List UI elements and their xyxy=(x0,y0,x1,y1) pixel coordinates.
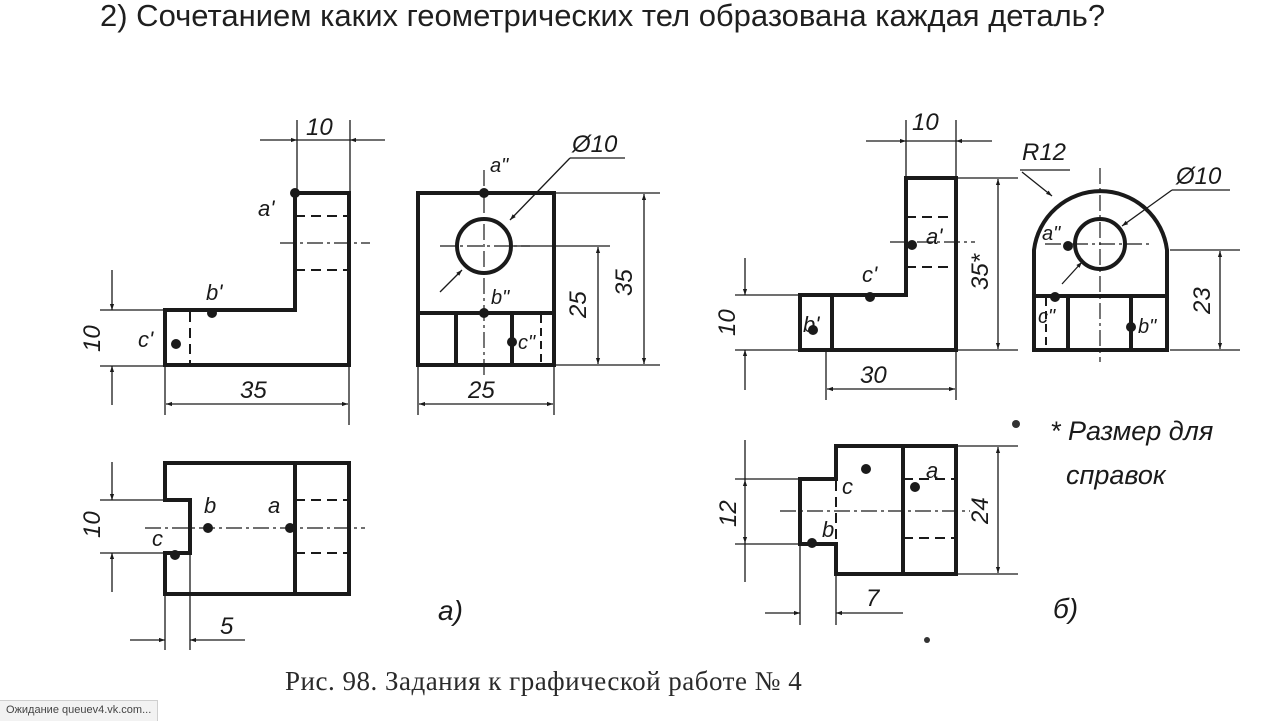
dimension-label: 12 xyxy=(715,500,742,527)
dimension-label: 7 xyxy=(866,585,881,612)
dimension-label: 10 xyxy=(79,325,106,352)
point-label: c' xyxy=(138,327,154,352)
point-label: a xyxy=(268,493,280,518)
point-label: a" xyxy=(1042,223,1061,245)
point-label: c xyxy=(842,474,853,499)
reference-note-line2: справок xyxy=(1066,460,1167,490)
dimension-label: R12 xyxy=(1022,139,1066,166)
point-label: b' xyxy=(803,312,820,337)
dimension-label: 25 xyxy=(467,377,495,404)
dimension-label: 10 xyxy=(79,511,106,538)
dimension-label: 10 xyxy=(306,114,333,141)
dimension-label: 35 xyxy=(240,377,267,404)
point-label: a' xyxy=(258,196,275,221)
point-label: b" xyxy=(1138,316,1157,338)
dimension-label: 30 xyxy=(860,362,887,389)
part-b-top-view: c a b 12 24 xyxy=(715,440,1018,625)
technical-drawing: a' b' c' 10 10 xyxy=(79,109,1240,650)
dimension-label: 24 xyxy=(967,497,994,525)
part-a-side-view: Ø10 25 35 25 a" b" c" xyxy=(416,131,660,415)
dimension-label: Ø10 xyxy=(1175,163,1222,190)
dimension-label: 35 xyxy=(611,269,638,296)
point-label: a' xyxy=(926,224,943,249)
browser-status-bar: Ожидание queuev4.vk.com... xyxy=(0,700,159,721)
dimension-label: 23 xyxy=(1189,287,1216,315)
dimension-label: 10 xyxy=(912,109,939,136)
point-label: c xyxy=(152,526,163,551)
point-label: a" xyxy=(490,155,509,177)
reference-note-line1: * Размер для справок xyxy=(1050,416,1221,490)
point-label: b" xyxy=(491,287,510,309)
part-a: a' b' c' 10 10 xyxy=(79,114,660,650)
figure-caption: Рис. 98. Задания к графической работе № … xyxy=(285,666,803,696)
point-label: a xyxy=(926,458,938,483)
point-label: b xyxy=(204,493,216,518)
point-label: b xyxy=(822,517,834,542)
part-a-top-view: a b c 10 5 xyxy=(79,461,365,650)
part-b-label: б) xyxy=(1053,593,1078,624)
dimension-label: 25 xyxy=(565,291,592,319)
part-b: a' c' b' 10 35* xyxy=(714,109,1240,643)
dimension-label: 10 xyxy=(714,309,741,336)
dimension-label: 35* xyxy=(967,253,994,290)
point-label: c" xyxy=(518,332,536,354)
part-a-label: а) xyxy=(438,595,463,626)
dimension-label: Ø10 xyxy=(571,131,618,158)
part-b-side-view: 23 R12 Ø10 a" c" b" xyxy=(1020,139,1240,362)
part-b-front-view: a' c' b' 10 35* xyxy=(714,109,1018,400)
point-label: c' xyxy=(862,262,878,287)
task-question: 2) Сочетанием каких геометрических тел о… xyxy=(100,0,1106,33)
part-a-front-view: a' b' c' 10 10 xyxy=(79,114,385,425)
point-label: b' xyxy=(206,280,223,305)
reference-note: * Размер для xyxy=(1050,416,1213,446)
point-label: c" xyxy=(1038,306,1056,328)
dimension-label: 5 xyxy=(220,613,234,640)
